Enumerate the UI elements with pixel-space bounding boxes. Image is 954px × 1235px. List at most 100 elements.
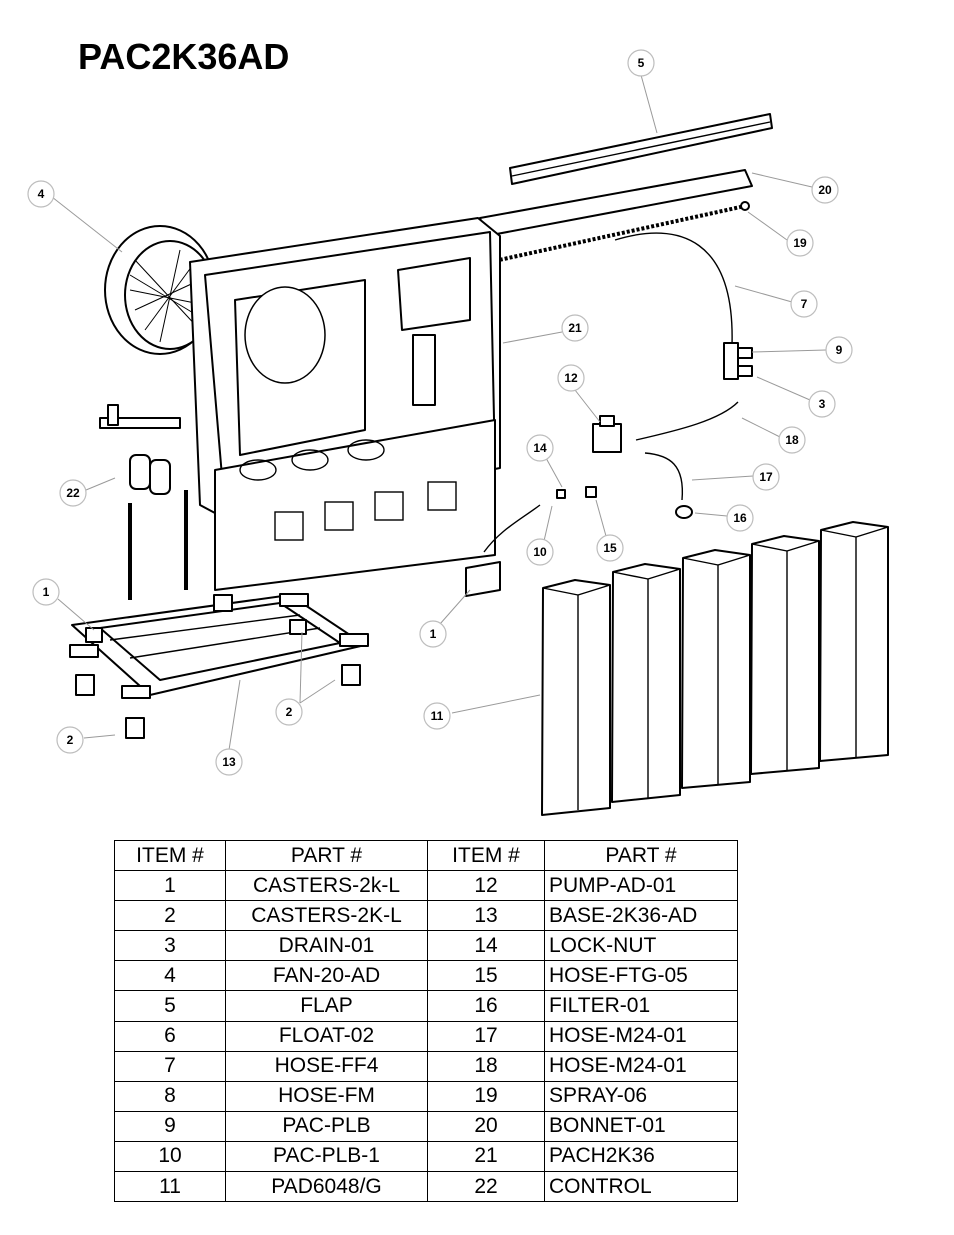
lock-nut-part [556,489,566,499]
part-number-cell: FILTER-01 [544,990,738,1022]
item-number-cell: 20 [427,1110,545,1142]
svg-text:9: 9 [836,343,843,357]
svg-text:4: 4 [38,187,45,201]
part-number-cell: HOSE-FM [225,1080,428,1112]
part-number-cell: CASTERS-2k-L [225,870,428,902]
float-part [465,561,501,597]
item-number-cell: 14 [427,930,545,962]
item-callout-12: 12 [557,364,585,392]
item-number-cell: 8 [114,1080,226,1112]
item-number-cell: 10 [114,1140,226,1173]
part-number-cell: FAN-20-AD [225,960,428,992]
svg-text:1: 1 [43,585,50,599]
plumbing-hose-part [483,504,541,553]
item-number-cell: 7 [114,1050,226,1082]
svg-text:12: 12 [564,371,578,385]
svg-text:10: 10 [533,545,547,559]
part-number-cell: PACH2K36 [544,1140,738,1173]
table-header-row: ITEM # PART # ITEM # PART # [114,839,738,872]
part-number-cell: CONTROL [544,1171,738,1203]
part-number-cell: HOSE-FTG-05 [544,960,738,992]
item-callout-2-left: 2 [56,726,84,754]
item-number-cell: 1 [114,870,226,902]
item-number-cell: 5 [114,990,226,1022]
svg-text:14: 14 [533,441,547,455]
part-number-cell: PAC-PLB-1 [225,1140,428,1173]
item-callout-21: 21 [561,314,589,342]
item-number-cell: 18 [427,1050,545,1082]
column-header-part: PART # [544,839,738,872]
part-number-cell: BONNET-01 [544,1110,738,1142]
flap-part [509,113,773,185]
part-number-cell: PAD6048/G [225,1171,428,1203]
svg-text:2: 2 [67,733,74,747]
item-callout-2-right: 2 [275,698,303,726]
part-number-cell: SPRAY-06 [544,1080,738,1112]
item-number-cell: 13 [427,900,545,932]
filter-part [675,505,693,519]
item-number-cell: 2 [114,900,226,932]
item-callout-18: 18 [778,426,806,454]
item-number-cell: 9 [114,1110,226,1142]
item-callout-17: 17 [752,463,780,491]
column-header-item: ITEM # [114,839,226,872]
caster-part [75,594,361,739]
hose-ff4-part [614,232,733,346]
item-number-cell: 11 [114,1171,226,1203]
part-number-cell: HOSE-M24-01 [544,1020,738,1052]
svg-text:2: 2 [286,705,293,719]
item-callout-22: 22 [59,479,87,507]
item-number-cell: 4 [114,960,226,992]
item-number-cell: 19 [427,1080,545,1112]
svg-text:1: 1 [430,627,437,641]
svg-text:3: 3 [819,397,826,411]
item-callout-1-left: 1 [32,578,60,606]
part-number-cell: PAC-PLB [225,1110,428,1142]
item-number-cell: 21 [427,1140,545,1173]
item-callout-14: 14 [526,434,554,462]
item-number-cell: 12 [427,870,545,902]
column-header-item: ITEM # [427,839,545,872]
item-callout-3: 3 [808,390,836,418]
part-number-cell: DRAIN-01 [225,930,428,962]
svg-text:18: 18 [785,433,799,447]
item-callout-20: 20 [811,176,839,204]
svg-text:21: 21 [568,321,582,335]
item-callout-1-right: 1 [419,620,447,648]
svg-text:16: 16 [733,511,747,525]
part-number-cell: CASTERS-2K-L [225,900,428,932]
item-number-cell: 6 [114,1020,226,1052]
item-callout-11: 11 [423,702,451,730]
svg-text:5: 5 [638,56,645,70]
item-callout-10: 10 [526,538,554,566]
svg-text:22: 22 [66,486,80,500]
item-callout-13: 13 [215,748,243,776]
item-number-cell: 17 [427,1020,545,1052]
housing-part [189,217,501,591]
part-number-cell: PUMP-AD-01 [544,870,738,902]
item-callout-5: 5 [627,49,655,77]
item-callout-19: 19 [786,229,814,257]
svg-text:15: 15 [603,541,617,555]
item-callout-16: 16 [726,504,754,532]
exploded-parts-diagram: 5 20 4 19 7 21 9 12 3 18 14 17 22 16 10 … [27,49,889,816]
item-callout-15: 15 [596,534,624,562]
svg-text:17: 17 [759,470,773,484]
item-number-cell: 15 [427,960,545,992]
svg-text:20: 20 [818,183,832,197]
hose-18-part [635,401,739,441]
part-number-cell: LOCK-NUT [544,930,738,962]
item-number-cell: 3 [114,930,226,962]
svg-text:13: 13 [222,755,236,769]
